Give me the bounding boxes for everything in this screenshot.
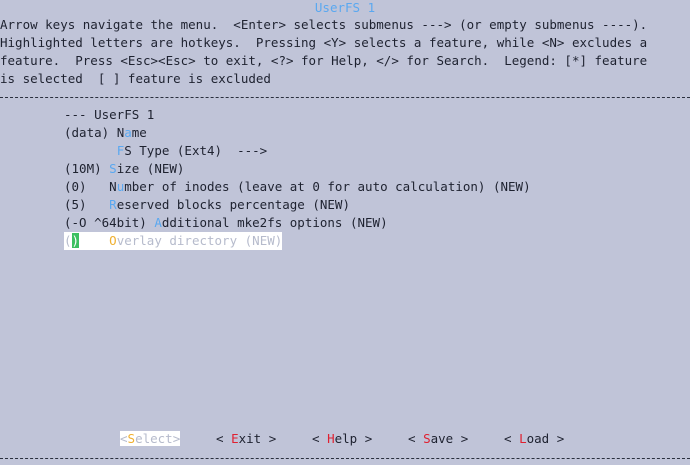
button-text: elp [334, 431, 358, 446]
button-bracket: < [312, 431, 328, 446]
menu-item-label: dditional mke2fs options (NEW) [161, 215, 388, 230]
menu-item-hotkey: R [109, 197, 117, 212]
menu-item-value: (0) [64, 179, 110, 194]
menu-item-reserved-blocks[interactable]: (5) Reserved blocks percentage (NEW) [64, 196, 350, 214]
button-text: xit [238, 431, 262, 446]
button-text: oad [526, 431, 550, 446]
exit-button-label: < Exit > [216, 431, 276, 446]
text-cursor: ) [71, 233, 80, 248]
menu-item-label: N [116, 125, 125, 140]
menu-item-label: ize (NEW) [116, 161, 185, 176]
help-line-4: is selected [ ] feature is excluded [0, 71, 271, 86]
button-text: ave [430, 431, 454, 446]
help-button-label: < Help > [312, 431, 372, 446]
load-button[interactable]: < Load > [504, 430, 564, 448]
help-line-2: Highlighted letters are hotkeys. Pressin… [0, 35, 648, 50]
menu-item-hotkey: F [116, 143, 125, 158]
save-button[interactable]: < Save > [408, 430, 468, 448]
button-bracket: > [261, 431, 277, 446]
menu-item-hotkey: S [109, 161, 117, 176]
menu-item-value: (data) [64, 125, 117, 140]
menu-item-hotkey: u [116, 179, 125, 194]
menu-item-overlay-directory[interactable]: () Overlay directory (NEW) [64, 232, 283, 250]
button-bracket: > [357, 431, 373, 446]
button-hotkey: S [423, 431, 431, 446]
button-hotkey: S [127, 431, 136, 446]
help-button[interactable]: < Help > [312, 430, 372, 448]
button-hotkey: H [327, 431, 335, 446]
button-hotkey: L [519, 431, 527, 446]
top-separator [0, 97, 690, 98]
button-bracket: < [120, 431, 128, 446]
select-button[interactable]: <Select> [120, 430, 181, 448]
menu-item-value: (10M) [64, 161, 110, 176]
menu-item-label: mber of inodes (leave at 0 for auto calc… [124, 179, 531, 194]
menu-item-size[interactable]: (10M) Size (NEW) [64, 160, 184, 178]
help-line-1: Arrow keys navigate the menu. <Enter> se… [0, 17, 648, 32]
menu-item-additional-options[interactable]: (-O ^64bit) Additional mke2fs options (N… [64, 214, 388, 232]
menu-item-label: verlay directory (NEW) [116, 233, 283, 248]
load-button-label: < Load > [504, 431, 564, 446]
button-bracket: < [408, 431, 424, 446]
button-bracket: < [504, 431, 520, 446]
menu-item-hotkey: a [124, 125, 132, 140]
menu-item-gap [79, 233, 109, 248]
menu-item-value-open: ( [64, 233, 72, 248]
button-bracket: > [172, 431, 181, 446]
select-button-label: <Select> [120, 431, 181, 446]
exit-button[interactable]: < Exit > [216, 430, 276, 448]
menu-item-value: (5) [64, 197, 110, 212]
menu-item-label: eserved blocks percentage (NEW) [116, 197, 350, 212]
menu-item-value: (-O ^64bit) [64, 215, 155, 230]
save-button-label: < Save > [408, 431, 468, 446]
menu-item-label: me [131, 125, 147, 140]
menu-item-label: N [109, 179, 117, 194]
menu-item-number-of-inodes[interactable]: (0) Number of inodes (leave at 0 for aut… [64, 178, 531, 196]
menu-item-hotkey: A [154, 215, 162, 230]
help-line-3: feature. Press <Esc><Esc> to exit, <?> f… [0, 53, 648, 68]
menu-item-fs-type[interactable]: FS Type (Ext4) ---> [64, 142, 268, 160]
menu-item-hotkey: O [109, 233, 117, 248]
button-bracket: > [453, 431, 469, 446]
menu-item-label: S Type (Ext4) ---> [124, 143, 268, 158]
window-title: UserFS 1 [314, 0, 376, 15]
button-hotkey: E [231, 431, 239, 446]
button-bracket: > [549, 431, 565, 446]
button-bracket: < [216, 431, 232, 446]
menu-item-value [64, 143, 117, 158]
bottom-separator [0, 458, 690, 459]
menu-item-name[interactable]: (data) Name [64, 124, 147, 142]
menu-header: --- UserFS 1 [64, 107, 155, 122]
button-text: elect [135, 431, 173, 446]
